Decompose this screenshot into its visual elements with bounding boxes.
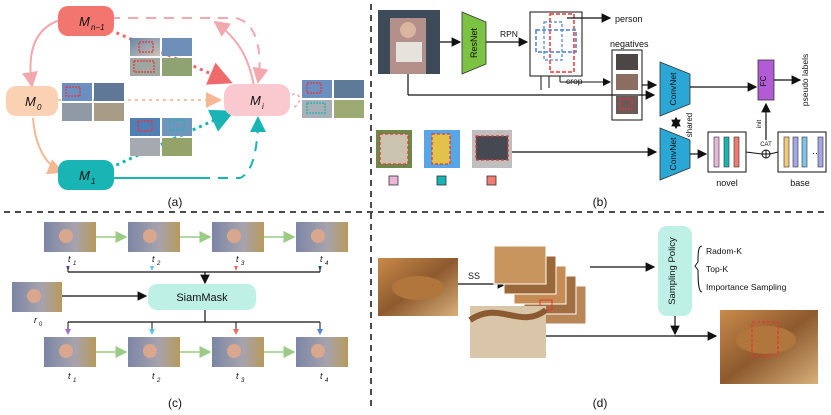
init-label: init — [756, 120, 763, 129]
siammask-label: SiamMask — [176, 292, 228, 304]
fc-label: FC — [759, 75, 768, 86]
r0-sub: 0 — [39, 322, 43, 328]
svg-text:t: t — [68, 371, 71, 381]
node-m0 — [6, 86, 58, 116]
svg-text:t: t — [152, 254, 155, 264]
svg-text:1: 1 — [73, 261, 76, 267]
caption-a: (a) — [168, 195, 183, 209]
arrow-mi-loop — [291, 93, 301, 109]
thumbs-m1 — [130, 118, 192, 156]
node-mi-sub: i — [262, 102, 264, 111]
caption-b: (b) — [593, 195, 608, 209]
node-m1-sub: 1 — [91, 177, 95, 186]
svg-text:t: t — [68, 254, 71, 264]
panel-b: ResNet RPN person crop negatives ConvNet — [376, 10, 827, 209]
svg-text:3: 3 — [241, 261, 245, 267]
bottom-frames — [44, 337, 348, 367]
resnet-label: ResNet — [469, 27, 479, 58]
proposal-box — [529, 11, 583, 77]
panel-a: M n−1 M 0 M i M 1 — [6, 6, 364, 209]
node-m0-label: M — [25, 94, 36, 109]
convnet-bottom-label: ConvNet — [668, 137, 678, 171]
negatives-label: negatives — [610, 39, 649, 49]
cat-label: CAT — [760, 142, 772, 148]
convnet-bottom — [659, 127, 691, 181]
node-m1 — [58, 160, 114, 190]
option-top-k: Top-K — [706, 264, 729, 274]
thumbs-mi — [302, 80, 364, 118]
arrow-mi-to-mn1 — [213, 20, 256, 93]
svg-text:t: t — [320, 371, 323, 381]
node-mi — [224, 84, 290, 116]
node-mi-label: M — [250, 93, 261, 108]
node-mn1 — [58, 6, 114, 36]
resnet-block — [461, 11, 487, 75]
sampling-policy-block — [658, 226, 692, 316]
sampling-policy-label: Sampling Policy — [667, 237, 678, 305]
thumbs-mn1 — [130, 38, 192, 76]
rpn-label: RPN — [500, 29, 518, 39]
svg-text:t: t — [236, 254, 239, 264]
siammask-block — [148, 284, 256, 310]
arrow-mn1-to-m0 — [21, 19, 61, 88]
arrow-m0-to-m1 — [32, 117, 64, 175]
option-importance-sampling: Importance Sampling — [706, 282, 787, 292]
svg-text:t: t — [320, 254, 323, 264]
base-dots: ⋯ — [812, 148, 821, 158]
node-mn1-label: M — [79, 14, 90, 29]
svg-text:t: t — [236, 371, 239, 381]
r0-label: r — [34, 315, 38, 325]
brace — [694, 245, 703, 293]
svg-text:4: 4 — [325, 378, 329, 384]
node-mn1-sub: n−1 — [91, 23, 105, 32]
shared-label: shared — [685, 113, 694, 137]
svg-text:4: 4 — [325, 261, 329, 267]
crop-label: crop — [566, 76, 583, 86]
thumbs-m0 — [62, 83, 124, 121]
arrow-m1-to-mi-dotted — [109, 109, 235, 170]
base-label: base — [790, 178, 810, 188]
novel-label: novel — [716, 178, 738, 188]
svg-text:t: t — [152, 371, 155, 381]
arrow-m1-to-mi-dashed — [200, 116, 266, 179]
svg-text:3: 3 — [241, 378, 245, 384]
caption-c: (c) — [168, 396, 182, 410]
svg-text:2: 2 — [156, 261, 161, 267]
svg-text:1: 1 — [73, 378, 76, 384]
arrow-mi-to-mn1-dashed — [110, 17, 269, 84]
pseudo-labels: pseudo labels — [800, 54, 810, 106]
caption-d: (d) — [593, 396, 608, 410]
svg-text:2: 2 — [156, 378, 161, 384]
convnet-top — [659, 61, 691, 117]
top-frames — [44, 222, 348, 252]
node-m1-label: M — [79, 168, 90, 183]
panel-d: SS Sampling Policy Radom-K Top-K Importa… — [378, 226, 818, 410]
option-radom-k: Radom-K — [706, 246, 742, 256]
convnet-top-label: ConvNet — [668, 72, 678, 106]
ss-label: SS — [468, 271, 480, 281]
node-m0-sub: 0 — [37, 103, 42, 112]
person-label: person — [615, 14, 643, 24]
